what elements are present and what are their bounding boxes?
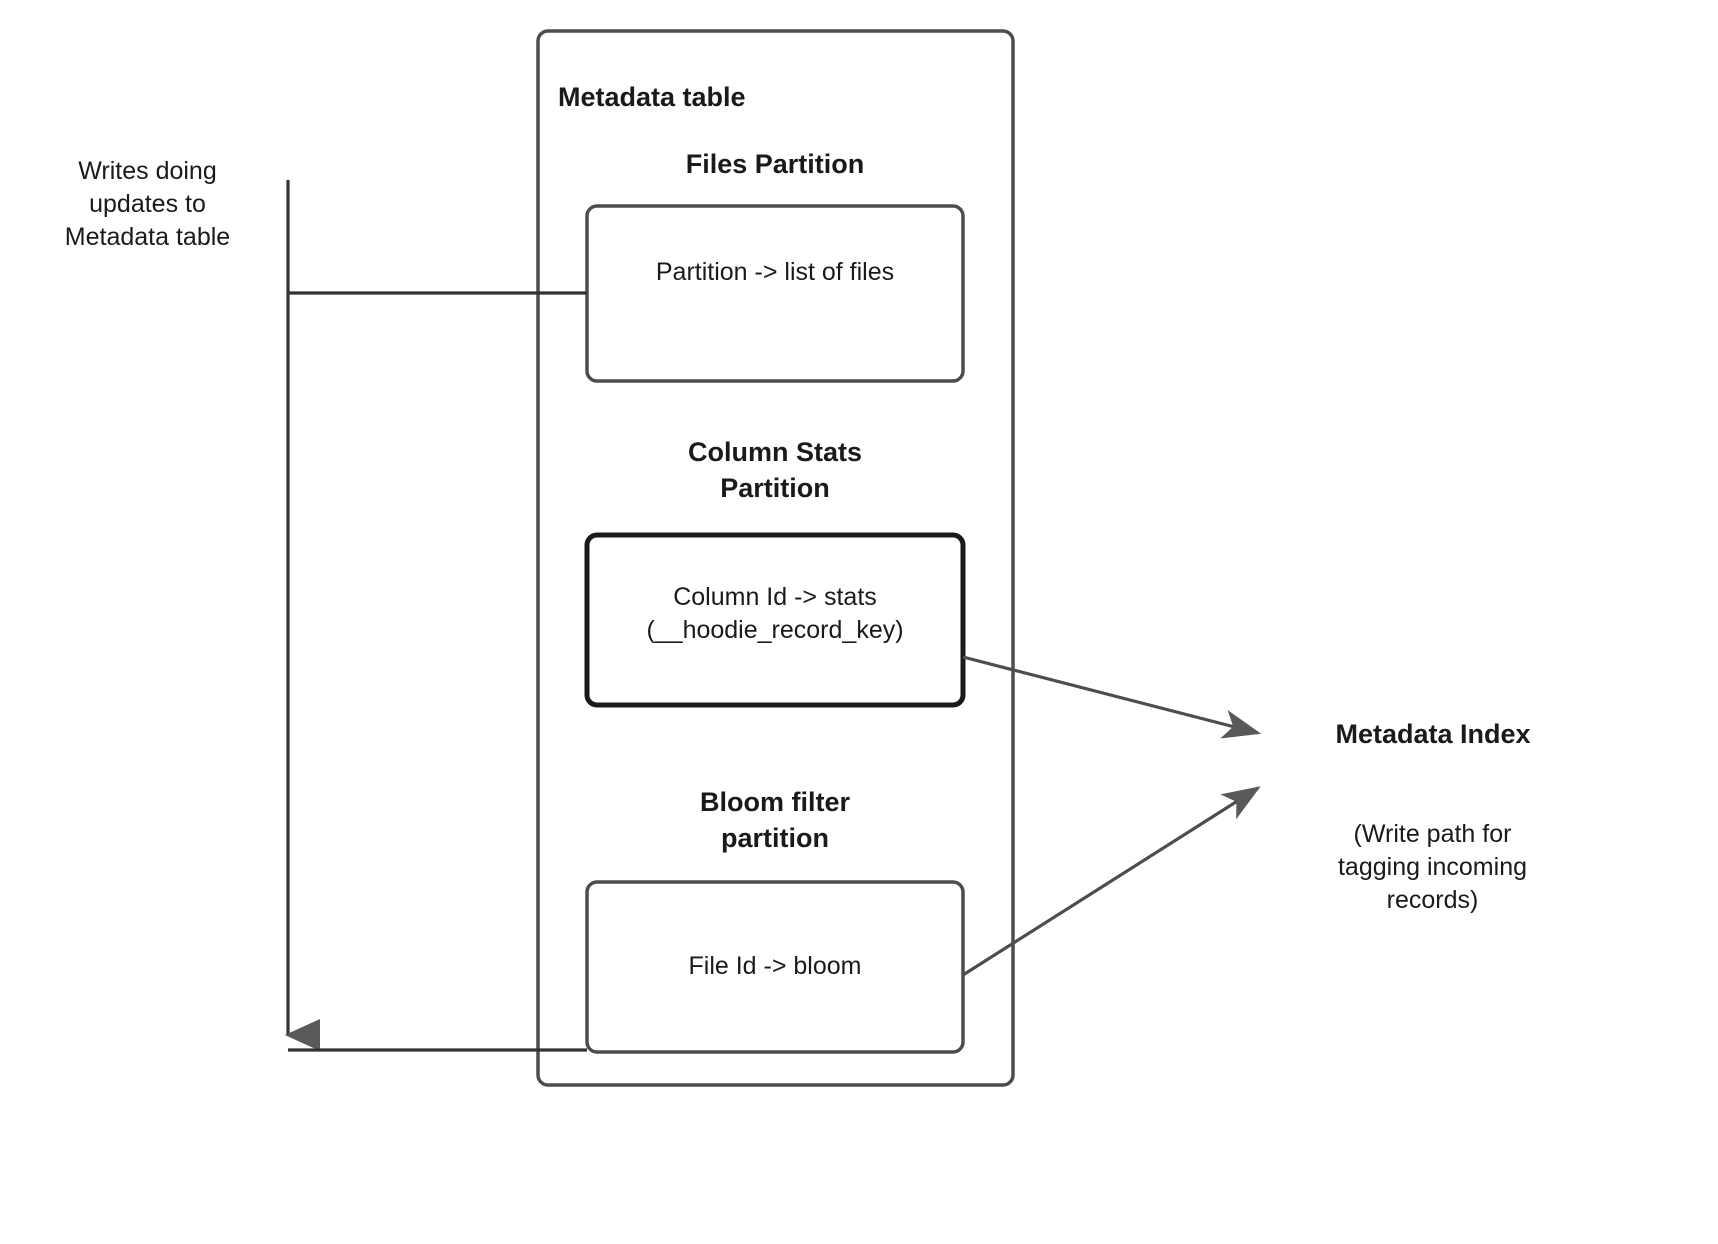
files-partition-box bbox=[585, 204, 965, 383]
bloom-filter-partition-box-label: File Id -> bloom bbox=[688, 952, 862, 980]
metadata-table-container bbox=[536, 29, 1015, 1087]
column-stats-partition-heading: Column Stats Partition bbox=[687, 437, 862, 503]
writes-annotation-label: Writes doing updates to Metadata table bbox=[64, 157, 231, 251]
metadata-index-title: Metadata Index bbox=[1335, 719, 1531, 749]
metadata-index-note: (Write path for tagging incoming records… bbox=[1337, 820, 1527, 914]
column-stats-partition-box-label: Column Id -> stats (__hoodie_record_key) bbox=[646, 583, 904, 644]
metadata-table-title: Metadata table bbox=[558, 82, 746, 112]
bloom-filter-partition-heading: Bloom filter partition bbox=[699, 787, 850, 853]
files-partition-heading: Files Partition bbox=[685, 149, 865, 179]
bloom-filter-to-index-arrow bbox=[962, 786, 1261, 977]
column-stats-partition-box bbox=[584, 532, 966, 708]
files-partition-box-label: Partition -> list of files bbox=[655, 258, 895, 286]
column-stats-to-index-arrow bbox=[962, 655, 1262, 739]
bloom-filter-partition-box bbox=[585, 880, 965, 1054]
